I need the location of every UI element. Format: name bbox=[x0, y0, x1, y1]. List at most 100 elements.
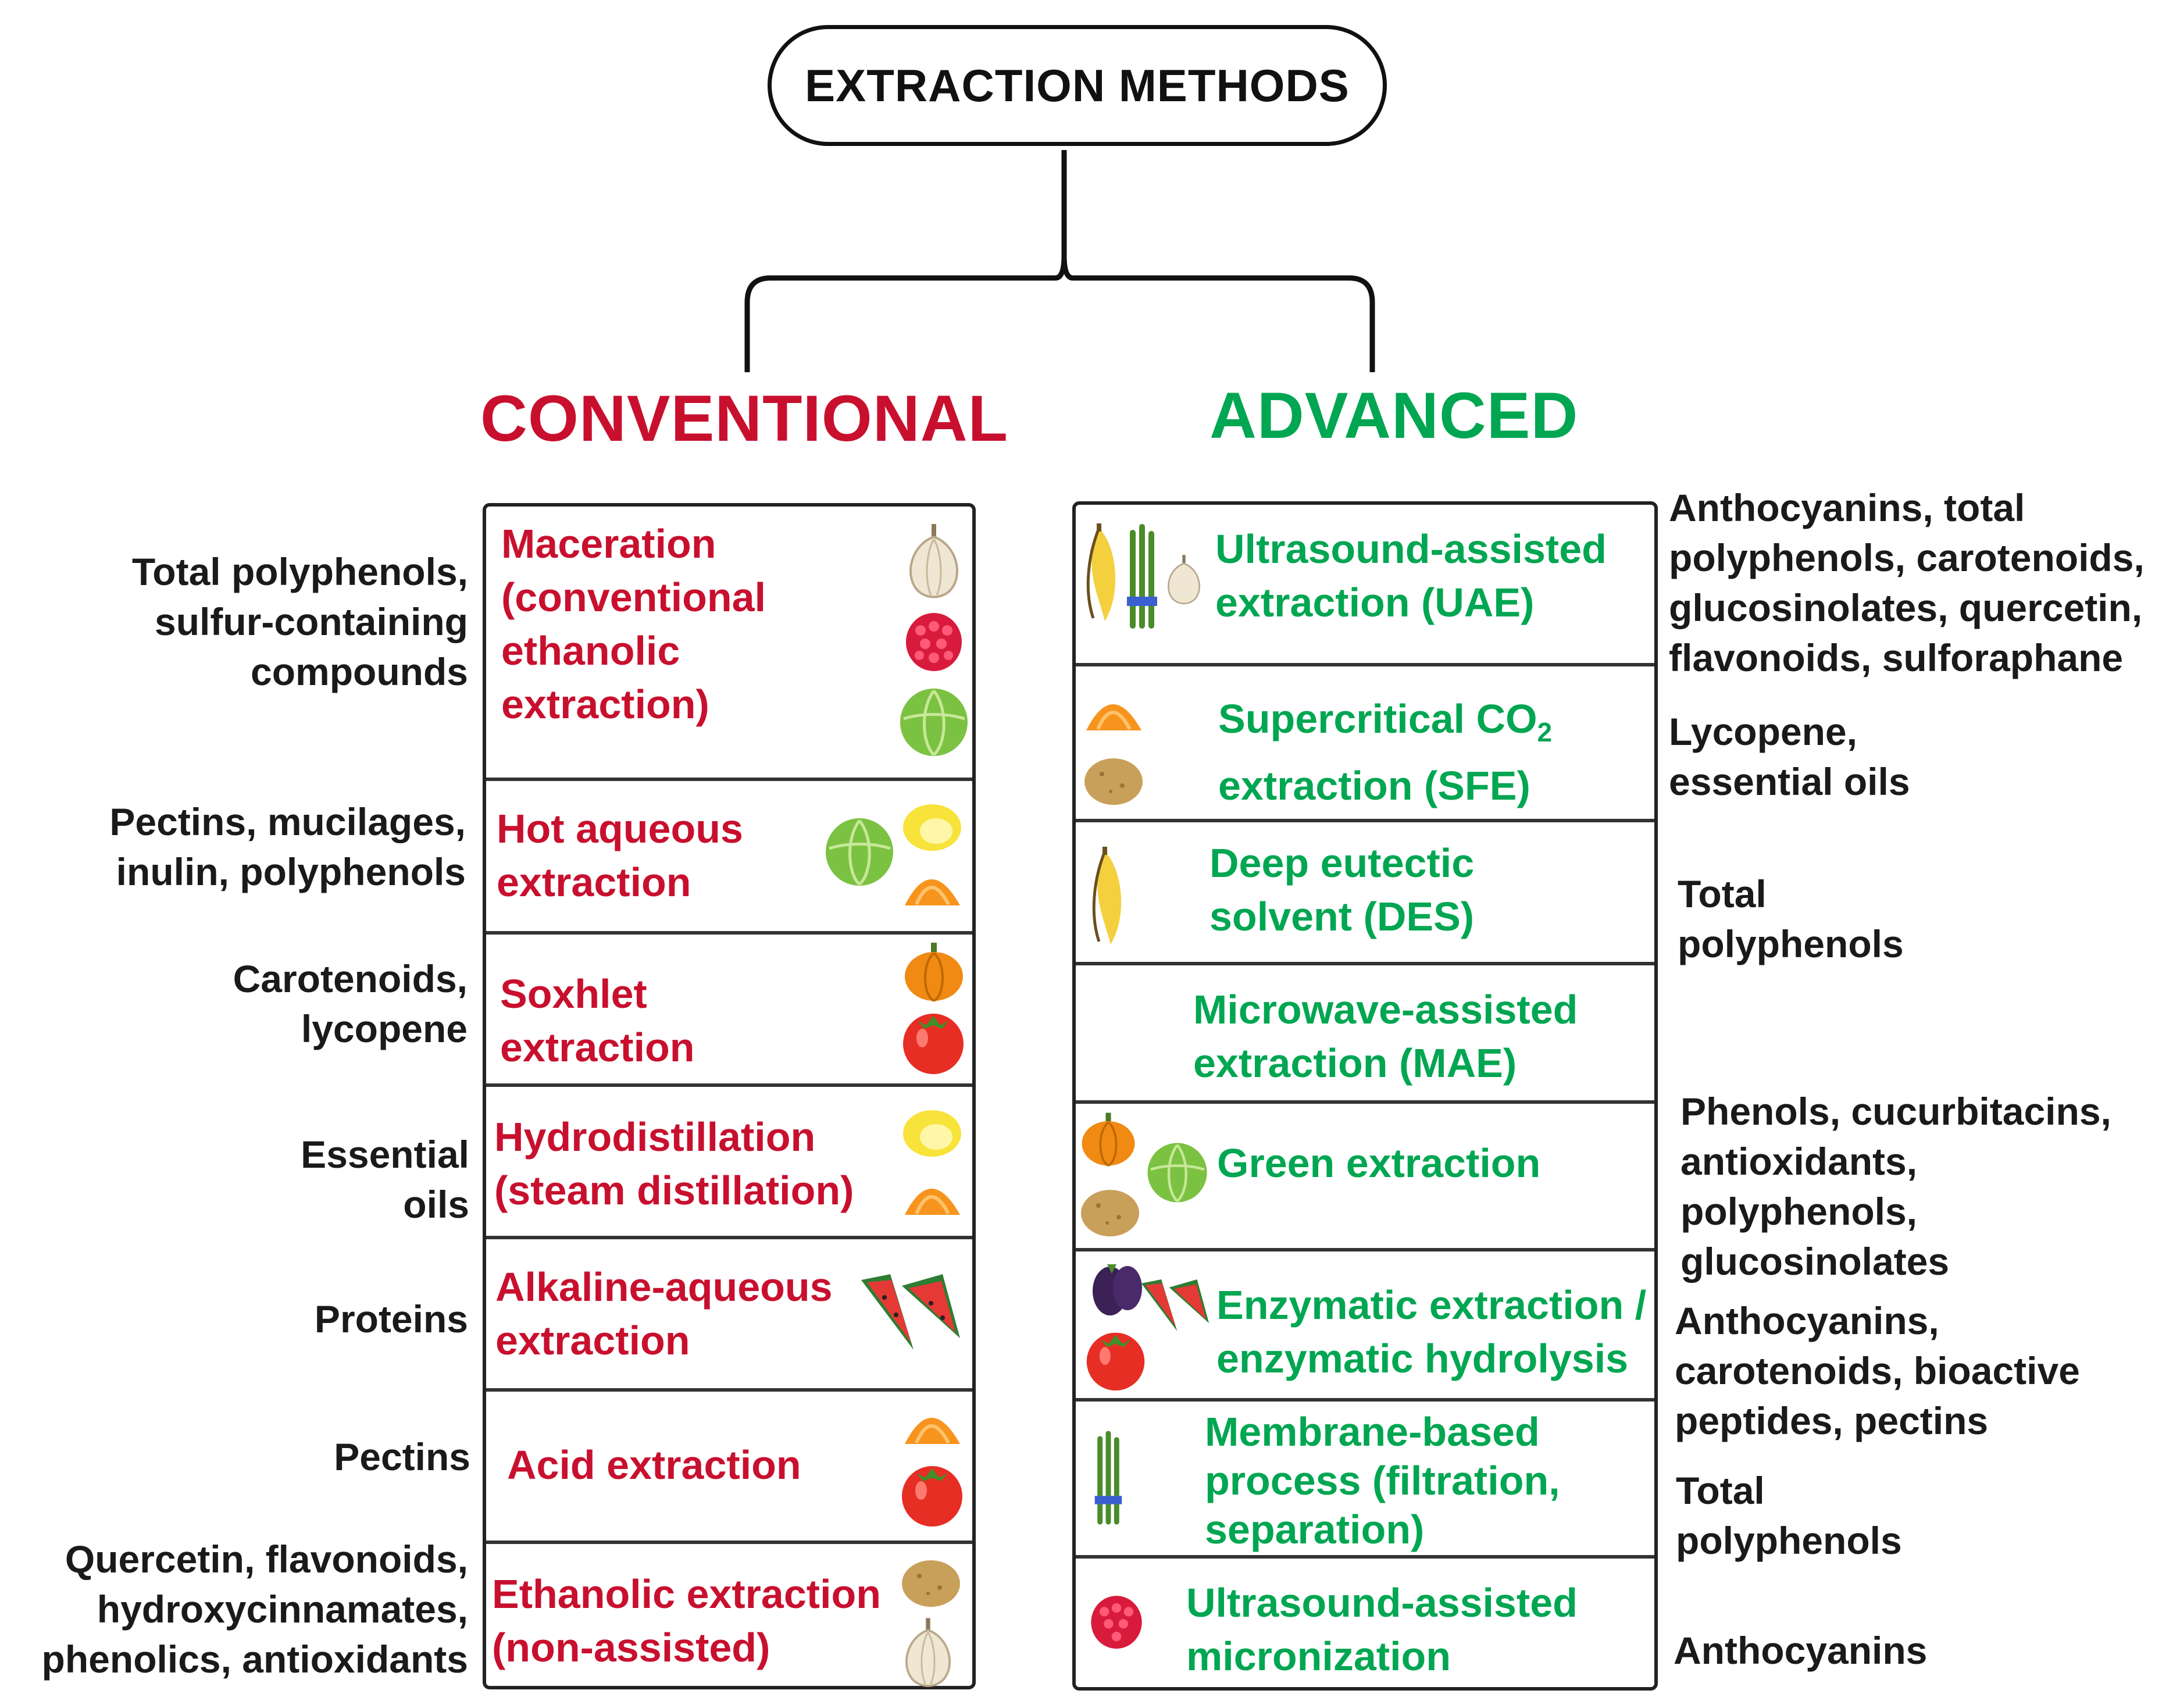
compound-label: Total polyphenols bbox=[1678, 869, 1904, 969]
asparagus-icon bbox=[1091, 1428, 1126, 1527]
method-line: solvent (DES) bbox=[1209, 894, 1475, 939]
potato-icon bbox=[1082, 754, 1146, 809]
orange-icon bbox=[899, 1397, 966, 1456]
compound-line: antioxidants, bbox=[1681, 1140, 1918, 1183]
compound-line: sulfur-containing bbox=[155, 600, 468, 643]
compound-line: peptides, pectins bbox=[1675, 1399, 1989, 1442]
orange-icon bbox=[899, 1168, 966, 1226]
method-label: Ultrasound-assisted extraction (UAE) bbox=[1215, 522, 1607, 629]
method-line: process (filtration, bbox=[1205, 1458, 1560, 1503]
pumpkin-icon bbox=[902, 939, 966, 1003]
compound-line: Quercetin, flavonoids, bbox=[65, 1538, 468, 1581]
compound-line: carotenoids, bioactive bbox=[1675, 1349, 2080, 1392]
method-line: Soxhlet bbox=[500, 971, 647, 1017]
cabbage-icon bbox=[898, 684, 971, 759]
compound-line: Total bbox=[1678, 872, 1767, 915]
advanced-row-sfe: Supercritical CO2 extraction (SFE) bbox=[1076, 663, 1654, 819]
compound-line: Total bbox=[1676, 1469, 1765, 1512]
watermelon-icon bbox=[1137, 1275, 1213, 1336]
compound-label: Proteins bbox=[315, 1294, 468, 1344]
compound-line: essential oils bbox=[1669, 760, 1910, 803]
advanced-row-membrane: Membrane-based process (filtration, sepa… bbox=[1076, 1398, 1654, 1555]
garlic-icon bbox=[1161, 551, 1207, 607]
method-label: Alkaline-aqueous extraction bbox=[495, 1260, 833, 1367]
compound-line: oils bbox=[403, 1183, 469, 1226]
method-line: extraction (UAE) bbox=[1215, 580, 1535, 625]
lemon-icon bbox=[900, 1103, 964, 1161]
root-node-extraction-methods: EXTRACTION METHODS bbox=[768, 25, 1387, 146]
cabbage-icon bbox=[1146, 1139, 1209, 1206]
compound-line: inulin, polyphenols bbox=[116, 850, 466, 893]
conventional-row-maceration: Maceration (conventional ethanolic extra… bbox=[486, 507, 972, 778]
compound-line: hydroxycinnamates, bbox=[97, 1588, 468, 1631]
tomato-icon bbox=[900, 1008, 967, 1075]
advanced-row-des: Deep eutectic solvent (DES) bbox=[1076, 819, 1654, 962]
compound-label: Carotenoids, lycopene bbox=[233, 954, 468, 1054]
method-label: Enzymatic extraction / enzymatic hydroly… bbox=[1216, 1278, 1646, 1385]
eggplant-icon bbox=[1084, 1256, 1148, 1320]
method-line: Ultrasound-assisted bbox=[1186, 1580, 1578, 1625]
compound-line: lycopene bbox=[301, 1007, 468, 1050]
method-line: ethanolic bbox=[501, 628, 680, 673]
compound-line: Total polyphenols, bbox=[131, 550, 468, 593]
compound-line: polyphenols bbox=[1678, 922, 1904, 965]
lemon-icon bbox=[900, 797, 964, 855]
tomato-icon bbox=[899, 1460, 966, 1527]
method-line-text: Supercritical CO bbox=[1218, 696, 1537, 741]
compound-label: Total polyphenols, sulfur-containing com… bbox=[132, 547, 468, 697]
advanced-row-uae: Ultrasound-assisted extraction (UAE) bbox=[1076, 505, 1654, 663]
conventional-row-hot-aqueous: Hot aqueous extraction bbox=[486, 778, 972, 931]
compound-line: polyphenols, carotenoids, bbox=[1669, 536, 2145, 579]
compound-label: Total polyphenols bbox=[1676, 1465, 1902, 1566]
heading-conventional: CONVENTIONAL bbox=[480, 382, 1008, 455]
compound-line: polyphenols bbox=[1676, 1519, 1902, 1562]
method-line: Deep eutectic bbox=[1209, 840, 1475, 886]
method-line: (non-assisted) bbox=[492, 1625, 770, 1670]
compound-label: Pectins bbox=[334, 1432, 470, 1482]
raspberry-icon bbox=[902, 604, 966, 674]
compound-label: Phenols, cucurbitacins, antioxidants, po… bbox=[1681, 1086, 2111, 1286]
method-line: (conventional bbox=[501, 575, 766, 620]
co2-subscript: 2 bbox=[1537, 717, 1553, 747]
compound-line: Anthocyanins, total bbox=[1669, 486, 2025, 529]
conventional-row-acid: Acid extraction bbox=[486, 1388, 972, 1541]
method-label: Supercritical CO2 extraction (SFE) bbox=[1218, 692, 1552, 812]
method-label: Maceration (conventional ethanolic extra… bbox=[501, 517, 766, 731]
compound-line: compounds bbox=[251, 650, 468, 693]
method-line: extraction bbox=[497, 860, 691, 905]
cabbage-icon bbox=[823, 814, 896, 889]
method-line: Acid extraction bbox=[507, 1442, 801, 1488]
method-line: Supercritical CO2 bbox=[1218, 692, 1552, 759]
compound-line: glucosinolates, quercetin, bbox=[1669, 586, 2143, 629]
method-line: (steam distillation) bbox=[494, 1168, 854, 1213]
method-line: extraction (SFE) bbox=[1218, 763, 1530, 808]
conventional-row-soxhlet: Soxhlet extraction bbox=[486, 931, 972, 1083]
method-label: Microwave-assisted extraction (MAE) bbox=[1193, 983, 1578, 1090]
method-line: extraction bbox=[495, 1318, 690, 1363]
method-line: Alkaline-aqueous bbox=[495, 1264, 833, 1310]
method-label: Deep eutectic solvent (DES) bbox=[1209, 836, 1474, 943]
orange-icon bbox=[899, 859, 966, 917]
method-line: micronization bbox=[1186, 1634, 1451, 1679]
compound-line: phenolics, antioxidants bbox=[41, 1638, 468, 1681]
method-line: separation) bbox=[1205, 1507, 1425, 1552]
method-label: Hot aqueous extraction bbox=[497, 802, 743, 909]
method-line: Ultrasound-assisted bbox=[1215, 526, 1607, 572]
method-line: Enzymatic extraction / bbox=[1216, 1282, 1647, 1328]
compound-line: Lycopene, bbox=[1669, 710, 1857, 753]
compound-line: flavonoids, sulforaphane bbox=[1669, 636, 2124, 679]
advanced-methods-box: Ultrasound-assisted extraction (UAE) Sup… bbox=[1072, 501, 1658, 1691]
raspberry-icon bbox=[1087, 1588, 1146, 1652]
method-line: Microwave-assisted bbox=[1193, 987, 1578, 1032]
method-line: extraction (MAE) bbox=[1193, 1040, 1517, 1086]
method-label: Ultrasound-assisted micronization bbox=[1186, 1576, 1578, 1683]
method-label: Acid extraction bbox=[507, 1438, 801, 1492]
compound-label: Anthocyanins, total polyphenols, caroten… bbox=[1669, 483, 2145, 683]
method-line: enzymatic hydrolysis bbox=[1216, 1336, 1629, 1381]
method-line: extraction) bbox=[501, 682, 709, 727]
compound-line: Proteins bbox=[314, 1297, 468, 1340]
compound-label: Essential oils bbox=[301, 1129, 469, 1229]
orange-icon bbox=[1080, 684, 1147, 742]
potato-icon bbox=[1078, 1185, 1142, 1240]
compound-label: Anthocyanins, carotenoids, bioactive pep… bbox=[1675, 1296, 2080, 1446]
